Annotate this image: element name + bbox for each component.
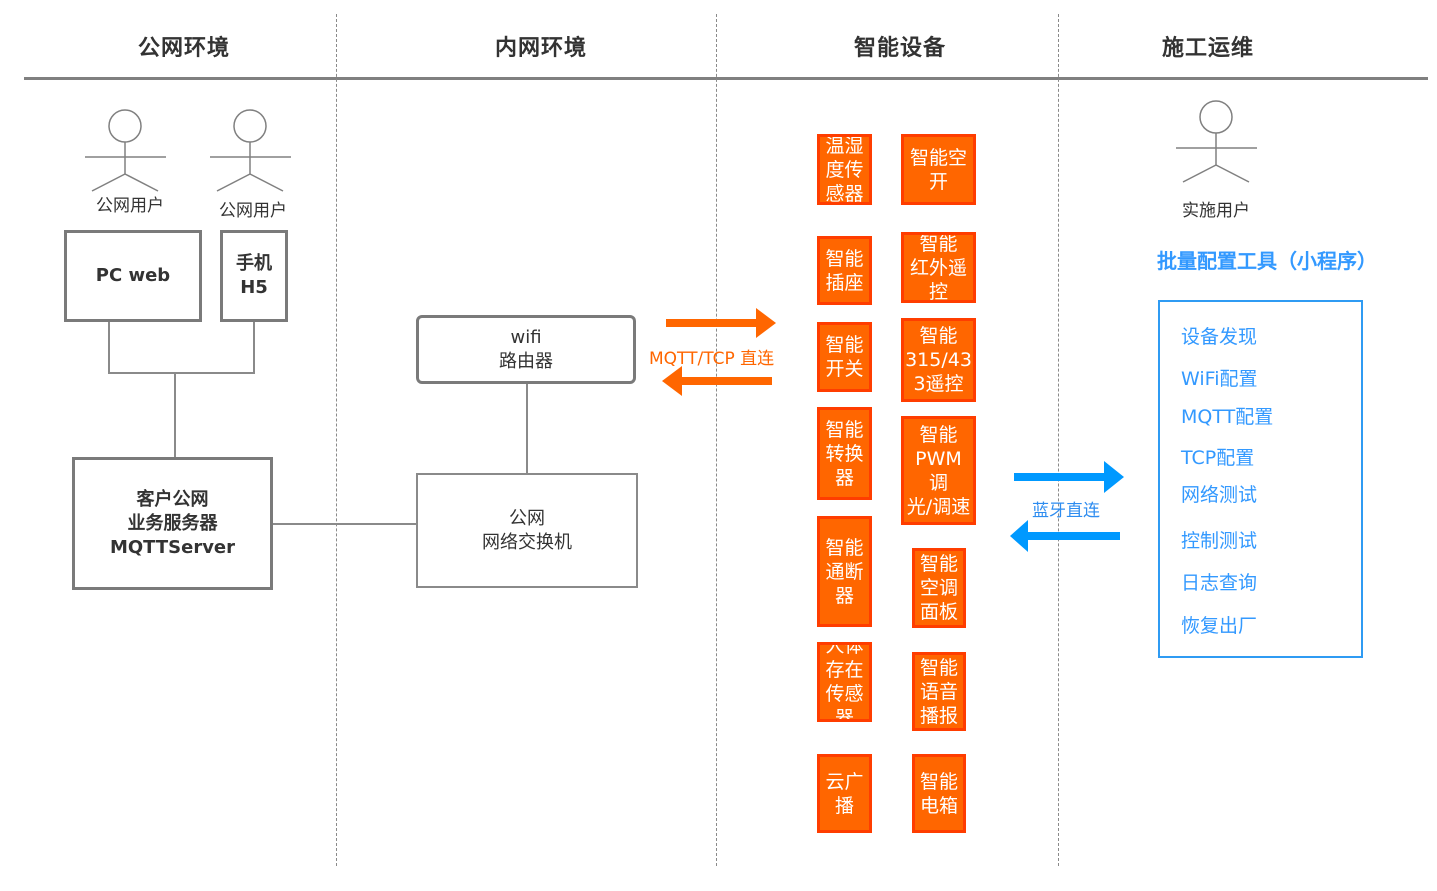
header-divider [24,77,1428,80]
column-divider-1 [336,14,337,866]
arrow-right-icon [1014,461,1124,493]
mobile-h5-box: 手机 H5 [220,230,288,322]
tool-item-device-discovery[interactable]: 设备发现 [1181,326,1258,348]
network-switch-box: 公网 网络交换机 [416,473,638,588]
device-smart-electric-box: 智能 电箱 [912,754,966,833]
wifi-router-box: wifi 路由器 [416,315,636,384]
device-smart-breaker: 智能 通断 器 [817,516,872,627]
mqtt-tcp-label: MQTT/TCP 直连 [649,349,775,369]
connector-line [108,322,110,373]
device-smart-pwm-dimmer: 智能 PWM调 光/调速 [901,416,976,525]
tool-item-log-query[interactable]: 日志查询 [1181,572,1258,594]
device-smart-socket: 智能 插座 [817,236,872,305]
connector-line [526,384,528,474]
tool-item-factory-reset[interactable]: 恢复出厂 [1181,615,1258,637]
column-title-ops: 施工运维 [1161,36,1254,61]
user-icon [1176,100,1257,183]
pc-web-box: PC web [64,230,202,322]
column-divider-3 [1058,14,1059,866]
arrow-right-icon [666,308,776,338]
tool-item-wifi-config[interactable]: WiFi配置 [1181,368,1258,390]
connector-line [174,372,176,458]
public-user-label-2: 公网用户 [219,201,287,221]
column-title-devices: 智能设备 [853,36,946,61]
device-smart-ac-panel: 智能 空调 面板 [912,548,966,628]
device-smart-switch: 智能 开关 [817,322,872,392]
device-smart-converter: 智能 转换 器 [817,407,872,500]
column-title-intranet: 内网环境 [494,36,587,61]
tool-item-network-test[interactable]: 网络测试 [1181,484,1258,506]
device-smart-voice-broadcast: 智能 语音 播报 [912,652,966,731]
device-temp-humidity-sensor: 温湿 度传 感器 [817,134,872,205]
device-smart-ir-remote: 智能 红外遥 控 [901,232,976,303]
tool-item-tcp-config[interactable]: TCP配置 [1181,447,1255,469]
connector-line [273,523,417,525]
arrow-left-icon [1010,520,1120,552]
bluetooth-label: 蓝牙直连 [1032,501,1100,521]
user-icon [85,109,166,192]
public-user-label-1: 公网用户 [96,196,164,216]
device-presence-sensor: 人体 存在 传感 器 [817,642,872,722]
mqtt-server-box: 客户公网 业务服务器 MQTTServer [72,457,273,590]
user-icon [210,109,291,192]
device-smart-air-switch: 智能空 开 [901,134,976,205]
config-tool-title: 批量配置工具（小程序） [1157,249,1377,273]
connector-line [108,372,255,374]
column-title-public: 公网环境 [137,36,230,61]
device-smart-rf-remote: 智能 315/43 3遥控 [901,318,976,402]
column-divider-2 [716,14,717,866]
arrow-left-icon [662,366,772,396]
device-cloud-broadcast: 云广 播 [817,754,872,833]
tool-item-mqtt-config[interactable]: MQTT配置 [1181,406,1274,428]
connector-line [253,322,255,373]
config-tool-panel [1158,300,1363,658]
tool-item-control-test[interactable]: 控制测试 [1181,530,1258,552]
ops-user-label: 实施用户 [1182,201,1250,221]
